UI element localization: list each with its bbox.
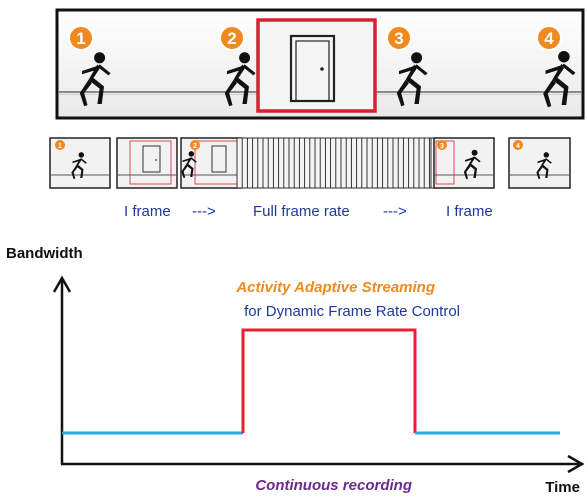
bottom-label: Continuous recording xyxy=(255,477,412,494)
frame-badge-1: 1 xyxy=(58,143,62,150)
frame-thumb-4: 4 xyxy=(508,137,571,189)
bandwidth-graph: Bandwidth Activity Adaptive Streaming fo… xyxy=(6,245,585,496)
caption-arrow-1: ---> xyxy=(192,203,216,220)
frame-badge-4: 4 xyxy=(516,143,520,150)
frame-door-icon xyxy=(211,145,227,173)
bandwidth-pulse xyxy=(241,328,417,433)
x-axis-arrowhead xyxy=(567,454,585,474)
caption-i-frame-left: I frame xyxy=(124,203,171,220)
caption-i-frame-right: I frame xyxy=(446,203,493,220)
frame-thumb-3: 3 xyxy=(433,137,495,189)
strip-badge-1-label: 1 xyxy=(76,29,85,48)
frame-badge-2-circle xyxy=(190,140,200,150)
caption-arrow-2: ---> xyxy=(383,203,407,220)
activity-strip: 1 2 3 4 xyxy=(55,8,585,120)
strip-badge-1: 1 xyxy=(68,25,94,51)
y-axis-arrowhead xyxy=(52,275,72,293)
frame-thumb-2 xyxy=(116,137,178,189)
caption-full-frame-rate: Full frame rate xyxy=(253,203,350,220)
graph-subtitle: for Dynamic Frame Rate Control xyxy=(244,303,460,320)
door-highlight-box xyxy=(256,18,377,113)
door-icon xyxy=(289,34,336,103)
full-frame-rate-stack: 2 xyxy=(180,137,438,189)
frame-thumb-2b xyxy=(180,137,242,189)
frame-thumb-1: 1 xyxy=(49,137,111,189)
y-axis-label: Bandwidth xyxy=(6,245,83,262)
graph-title: Activity Adaptive Streaming xyxy=(235,279,435,296)
strip-badge-3: 3 xyxy=(386,25,412,51)
frame-badge-2: 2 xyxy=(193,143,197,150)
strip-badge-3-label: 3 xyxy=(394,29,403,48)
strip-badge-2-label: 2 xyxy=(227,29,236,48)
frame-thumbnails: 1 2 3 4 I xyxy=(49,137,571,220)
x-axis-label: Time xyxy=(545,479,580,496)
strip-badge-4: 4 xyxy=(536,25,562,51)
frame-badge-3: 3 xyxy=(440,143,444,150)
strip-badge-4-label: 4 xyxy=(544,29,554,48)
strip-badge-2: 2 xyxy=(219,25,245,51)
